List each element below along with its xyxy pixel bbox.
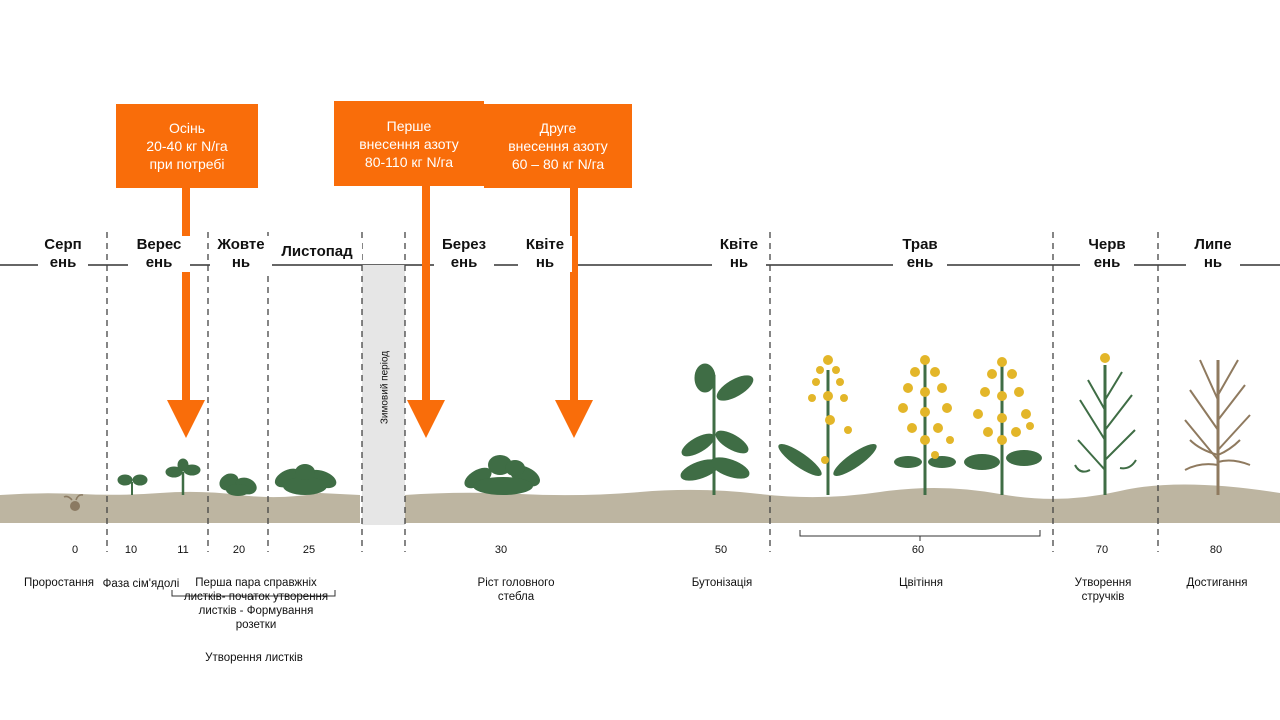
seed-icon: [63, 494, 84, 511]
callout-second-application: Друге внесення азоту 60 – 80 кг N/га: [484, 104, 632, 188]
flowering-plant-1-icon: [778, 355, 877, 495]
soil-strip-right: [405, 484, 1280, 523]
bbch-11: 11: [177, 544, 189, 556]
month-kviten-2: Квіте нь: [712, 236, 766, 272]
bbch-60: 60: [911, 544, 925, 556]
soil-strip: [0, 491, 360, 523]
callout-first-application: Перше внесення азоту 80-110 кг N/га: [334, 101, 484, 186]
arrow-autumn: [167, 187, 205, 438]
arrow-first: [407, 185, 445, 438]
month-berezen: Берез ень: [434, 236, 494, 272]
month-veresen: Верес ень: [128, 236, 190, 272]
stage-budding: Бутонізація: [691, 577, 753, 589]
rosette-medium-icon: [274, 464, 337, 495]
arrow-second: [555, 185, 593, 438]
first-leaves-plant-icon: [165, 458, 201, 495]
flowering-plant-2-icon: [894, 355, 956, 495]
cotyledon-plant-icon: [117, 474, 148, 495]
separators: [106, 232, 1159, 552]
month-cherven: Черв ень: [1080, 236, 1134, 272]
pod-plant-icon: [1074, 353, 1137, 495]
month-lypen: Липе нь: [1186, 236, 1240, 272]
bbch-25: 25: [302, 544, 316, 556]
budding-plant-icon: [680, 363, 754, 495]
bbch-0: 0: [71, 544, 79, 556]
bbch-20: 20: [232, 544, 246, 556]
month-lystopad: Листопад: [272, 243, 362, 261]
flowering-plant-3-icon: [964, 357, 1042, 495]
stage-pods: Утворення стручків: [1074, 577, 1132, 603]
stage-flowering: Цвітіння: [899, 577, 943, 589]
stage-leaf-formation: Утворення листків: [205, 652, 303, 664]
bbch-10: 10: [124, 544, 138, 556]
rosette-large-icon: [464, 455, 540, 495]
rosette-small-icon: [219, 473, 257, 496]
bbch-30: 30: [494, 544, 508, 556]
bbch-70: 70: [1095, 544, 1109, 556]
month-kviten-1: Квіте нь: [518, 236, 572, 272]
month-traven: Трав ень: [893, 236, 947, 272]
bracket-leaves: [171, 590, 336, 600]
stage-cotyledon: Фаза сім'ядолі: [102, 578, 180, 590]
bbch-50: 50: [714, 544, 728, 556]
stage-first-leaves: Перша пара справжніх листків- початок ут…: [183, 577, 329, 631]
callout-autumn: Осінь 20-40 кг N/га при потребі: [116, 104, 258, 188]
bbch-80: 80: [1209, 544, 1223, 556]
month-zhovten: Жовте нь: [210, 236, 272, 272]
bracket-flowering: [799, 530, 1041, 541]
stage-ripening: Достигання: [1186, 577, 1248, 589]
stage-germination: Проростання: [23, 577, 95, 589]
winter-band: [362, 265, 405, 525]
winter-period-label: Зимовий період: [379, 350, 391, 425]
ripe-plant-icon: [1184, 359, 1251, 495]
stage-stem-growth: Ріст головного стебла: [477, 577, 555, 603]
month-serpen: Серп ень: [38, 236, 88, 272]
